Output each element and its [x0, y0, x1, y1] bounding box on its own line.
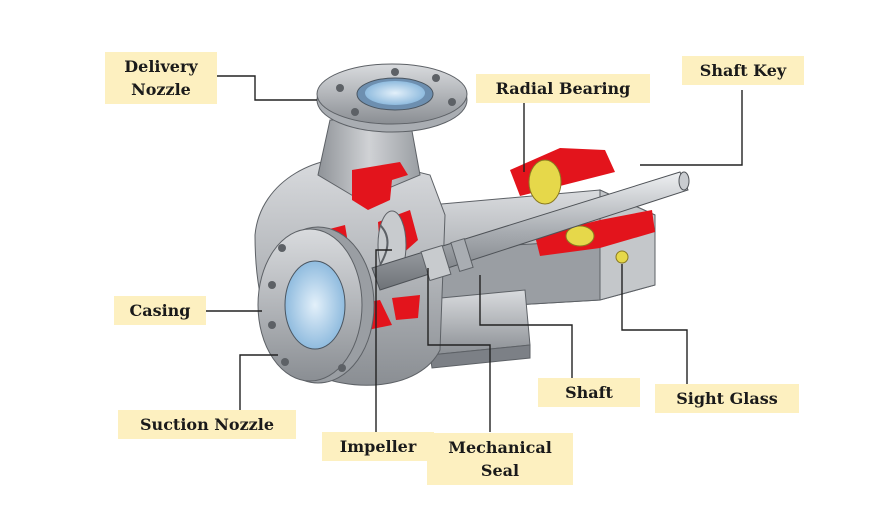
- label-radial-bearing: Radial Bearing: [476, 74, 650, 103]
- leader-shaft: [479, 275, 573, 378]
- leader-lines: [199, 75, 743, 432]
- leader-shaft-key: [640, 90, 743, 166]
- label-delivery-nozzle-line1: Delivery: [124, 57, 198, 76]
- delivery-flange: [316, 63, 468, 133]
- label-delivery-nozzle: Delivery Nozzle: [105, 52, 217, 104]
- label-mechanical-seal: Mechanical Seal: [427, 433, 573, 485]
- label-sight-glass: Sight Glass: [655, 384, 799, 413]
- label-shaft: Shaft: [538, 378, 640, 407]
- suction-flange: [257, 226, 375, 384]
- radial-bearing: [510, 148, 655, 256]
- leader-delivery-nozzle: [199, 75, 317, 101]
- label-suction-nozzle: Suction Nozzle: [118, 410, 296, 439]
- leader-impeller: [375, 249, 392, 432]
- label-impeller: Impeller: [322, 432, 434, 461]
- label-casing: Casing: [114, 296, 206, 325]
- leader-suction-nozzle: [239, 354, 278, 411]
- label-shaft-key: Shaft Key: [682, 56, 804, 85]
- label-delivery-nozzle-line2: Nozzle: [131, 80, 191, 99]
- label-mechanical-seal-line1: Mechanical: [448, 438, 552, 457]
- leader-sight-glass: [621, 264, 688, 384]
- sight-glass: [615, 250, 629, 264]
- shaft: [371, 171, 690, 291]
- bearing-foot: [419, 289, 531, 369]
- leader-mechanical-seal: [427, 268, 491, 432]
- label-mechanical-seal-line2: Seal: [480, 461, 520, 480]
